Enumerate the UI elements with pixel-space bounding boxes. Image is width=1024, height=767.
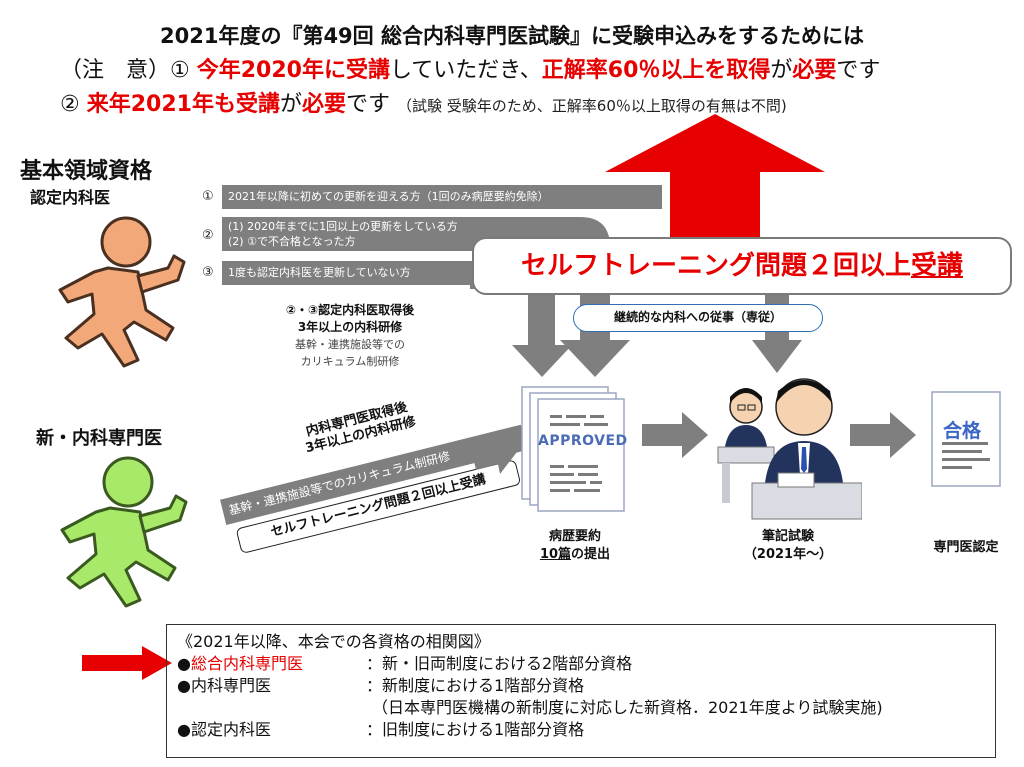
header-line-2: （注 意）① 今年2020年に受講していただき、正解率60％以上を取得が必要です [60, 58, 881, 83]
arrow-to-exam [642, 412, 708, 458]
condition-1-number: ① [202, 189, 214, 204]
legend-row-1: ●総合内科専門医：新・旧両制度における2階部分資格 [177, 654, 633, 673]
continuous-practice-pill: 継続的な内科への従事（専従） [573, 304, 823, 332]
certification-label: 専門医認定 [933, 540, 999, 555]
big-red-up-arrow [605, 114, 825, 247]
condition-2-number: ② [202, 228, 214, 243]
new-specialist-title: 新・内科専門医 [36, 428, 162, 449]
header-line-1: 2021年度の『第49回 総合内科専門医試験』に受験申込みをするためには [160, 24, 864, 48]
qualification-legend: 《2021年以降、本会での各資格の相関図》 ●総合内科専門医：新・旧両制度におけ… [166, 624, 996, 758]
approved-stamp: APPROVED [538, 433, 628, 449]
training-note: ②・③認定内科医取得後 3年以上の内科研修 基幹・連携施設等での カリキュラム制… [285, 303, 415, 368]
new-path-arrowhead [470, 430, 520, 474]
approved-documents-icon [521, 386, 625, 512]
green-runner-icon [60, 456, 188, 608]
legend-note: （日本専門医機構の新制度に対応した新資格．2021年度より試験実施) [372, 698, 883, 717]
orange-runner-icon [58, 216, 186, 368]
basic-area-subtitle: 認定内科医 [30, 188, 111, 207]
pass-certificate-icon [931, 391, 1001, 487]
condition-3-number: ③ [202, 265, 214, 280]
legend-row-2: ●内科専門医：新制度における1階部分資格 [177, 676, 585, 695]
pass-stamp: 合格 [943, 420, 982, 442]
red-pointer-arrow [82, 646, 172, 680]
legend-title: 《2021年以降、本会での各資格の相関図》 [177, 632, 490, 651]
legend-row-3: ●認定内科医：旧制度における1階部分資格 [177, 720, 585, 739]
case-summary-label: 病歴要約 10篇の提出 [539, 529, 611, 562]
arrow-to-certification [850, 412, 916, 458]
exam-people-icon [717, 378, 862, 520]
gray-down-arrow-exam [752, 295, 802, 373]
gray-flow-arrows [470, 217, 630, 377]
self-training-callout: セルフトレーニング問題２回以上受講 [472, 237, 1012, 295]
condition-2-band: (1) 2020年までに1回以上の更新をしている方(2) ①で不合格となった方 [222, 217, 512, 251]
header-line-3: ② 来年2021年も受講が必要です （試験 受験年のため、正解率60％以上取得の… [60, 92, 787, 117]
condition-1-band: 2021年以降に初めての更新を迎える方（1回のみ病歴要約免除） [222, 185, 662, 209]
basic-area-title: 基本領域資格 [20, 159, 153, 184]
condition-3-band: 1度も認定内科医を更新していない方 [222, 261, 472, 285]
written-exam-label: 筆記試験 （2021年～） [743, 529, 833, 562]
